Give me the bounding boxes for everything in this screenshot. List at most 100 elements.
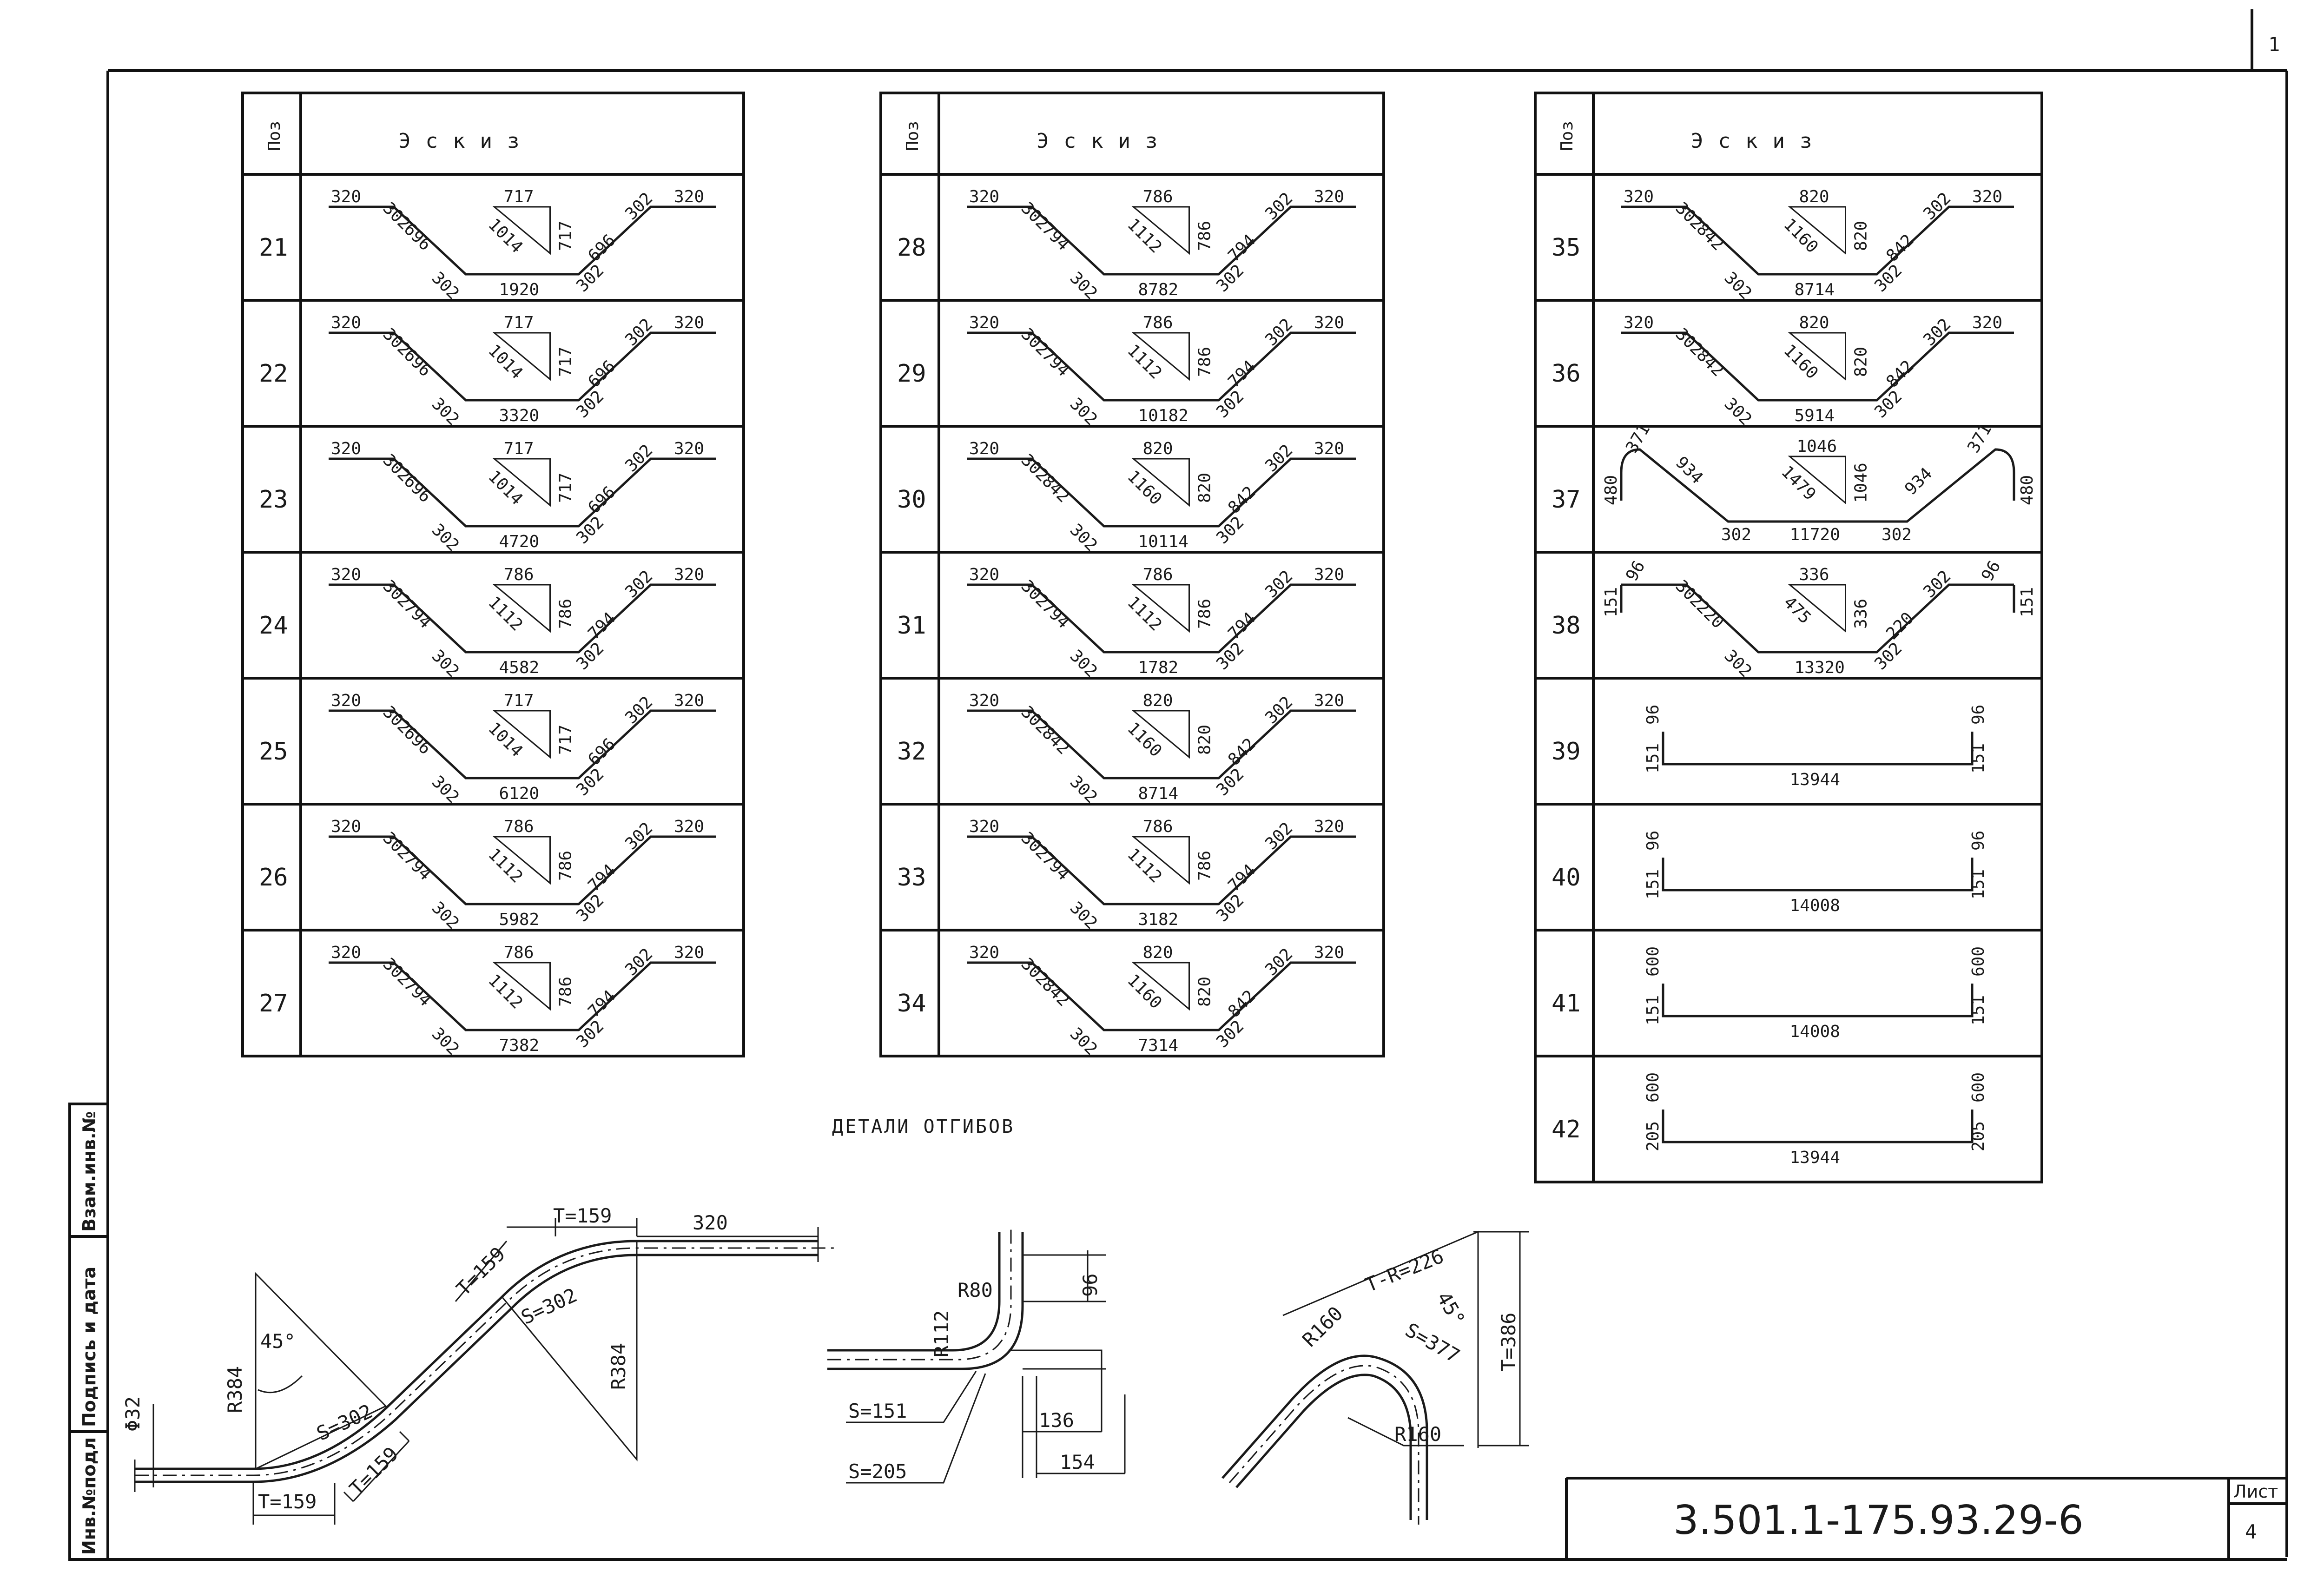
triangle-v: 717 (556, 473, 575, 503)
header-poz: Поз (265, 121, 284, 151)
bend-top-right: 302 (1261, 189, 1296, 224)
base-length: 13320 (1795, 658, 1845, 677)
header-poz: Поз (1558, 121, 1577, 151)
triangle-d: 1160 (1123, 971, 1165, 1012)
bar-shape (329, 331, 716, 402)
bend-bottom-left: 302 (1066, 268, 1101, 303)
triangle-h: 336 (1799, 565, 1829, 584)
slope-right: 794 (1224, 357, 1259, 391)
base-length: 1920 (499, 280, 540, 299)
bend-top-right: 302 (1920, 189, 1954, 224)
end-length-left: 320 (331, 817, 361, 836)
hook-left: 96 (1622, 557, 1649, 584)
end-length-right: 320 (674, 313, 704, 332)
leg-right: 151 (2018, 587, 2037, 617)
triangle-h: 786 (504, 943, 534, 962)
triangle-h: 820 (1799, 187, 1829, 206)
tr-label: T-R=226 (1362, 1245, 1446, 1297)
position-number: 42 (1552, 1116, 1581, 1143)
triangle-v: 786 (556, 977, 575, 1007)
triangle-v: 820 (1195, 473, 1215, 503)
s2-label: S=205 (848, 1460, 907, 1483)
end-length-left: 320 (969, 187, 999, 206)
end-length-left: 320 (331, 943, 361, 962)
bend-triangle (1788, 332, 1846, 381)
triangle-h: 786 (1143, 565, 1173, 584)
s-top-label: S=302 (518, 1283, 581, 1329)
end-length-left: 320 (331, 313, 361, 332)
bar-shape (1662, 984, 1974, 1017)
triangle-v: 820 (1852, 221, 1871, 251)
triangle-d: 1014 (484, 467, 526, 509)
triangle-h: 1046 (1797, 437, 1837, 456)
slope-right: 842 (1224, 986, 1259, 1021)
position-number: 23 (259, 486, 288, 514)
triangle-h: 820 (1143, 943, 1173, 962)
bend-left: 302 (1721, 525, 1751, 544)
bend-bottom-right: 302 (1871, 261, 1906, 296)
triangle-d: 1479 (1777, 462, 1819, 504)
leg-a-left: 205 (1644, 1121, 1663, 1151)
header-sketch: Эскиз (1691, 129, 1827, 153)
r-right-label: R384 (607, 1343, 630, 1390)
bend-top-right: 302 (621, 819, 656, 853)
position-number: 35 (1552, 234, 1581, 262)
angle3-label: 45° (1432, 1288, 1469, 1330)
slope-right: 934 (1901, 464, 1936, 499)
corner-mark: 1 (2268, 33, 2280, 56)
base-length: 10182 (1138, 406, 1188, 425)
bend-top-right: 302 (621, 441, 656, 476)
leg-b-left: 600 (1644, 946, 1663, 977)
triangle-d: 1014 (484, 215, 526, 257)
end-length-right: 320 (1314, 565, 1344, 584)
bar-shape (1621, 205, 2014, 276)
details-title: ДЕТАЛИ ОТГИБОВ (832, 1116, 1015, 1137)
leg-b-right: 600 (1969, 1072, 1988, 1103)
end-length-right: 320 (674, 565, 704, 584)
slope-right: 696 (584, 734, 619, 769)
bar-shape (1662, 732, 1974, 766)
position-number: 24 (259, 612, 288, 640)
bend-bottom-left: 302 (1721, 646, 1756, 681)
bend-bottom-left: 302 (1066, 646, 1101, 681)
bar-shape (967, 961, 1356, 1031)
base-length: 11720 (1790, 525, 1840, 544)
bar-shape (1662, 858, 1974, 892)
detail-double-bend: Φ32 T=159 T=159 S=302 R384 45° T=159 T=1… (121, 1204, 837, 1525)
bend-bottom-right: 302 (1871, 639, 1906, 674)
bend-bottom-left: 302 (1721, 268, 1756, 303)
end-length-left: 320 (331, 439, 361, 458)
leg-right: 480 (2018, 475, 2037, 505)
slope-right: 696 (584, 357, 619, 391)
leg-a-right: 151 (1969, 743, 1988, 773)
bar-shape (967, 331, 1356, 402)
bend-triangle (1131, 710, 1190, 759)
slope-right: 220 (1882, 608, 1917, 643)
end-length-left: 320 (331, 565, 361, 584)
bend-bottom-right: 302 (1213, 891, 1248, 925)
triangle-v: 717 (556, 347, 575, 377)
bend-triangle (1131, 206, 1190, 255)
triangle-v: 336 (1852, 599, 1871, 629)
position-number: 25 (259, 738, 288, 766)
base-length: 8714 (1795, 280, 1835, 299)
bend-triangle (492, 584, 551, 633)
slope-right: 794 (1224, 860, 1259, 895)
leg-left: 151 (1602, 587, 1621, 617)
end-length-right: 320 (1314, 439, 1344, 458)
position-number: 36 (1552, 360, 1581, 388)
bend-triangle (1131, 584, 1190, 633)
dia-label: Φ32 (121, 1396, 144, 1432)
base-length: 13944 (1790, 770, 1840, 789)
end-length-left: 320 (1624, 313, 1654, 332)
position-number: 32 (897, 738, 926, 766)
bend-bottom-right: 302 (573, 1017, 607, 1051)
bend-bottom-left: 302 (428, 268, 463, 303)
slope-right: 696 (584, 231, 619, 265)
